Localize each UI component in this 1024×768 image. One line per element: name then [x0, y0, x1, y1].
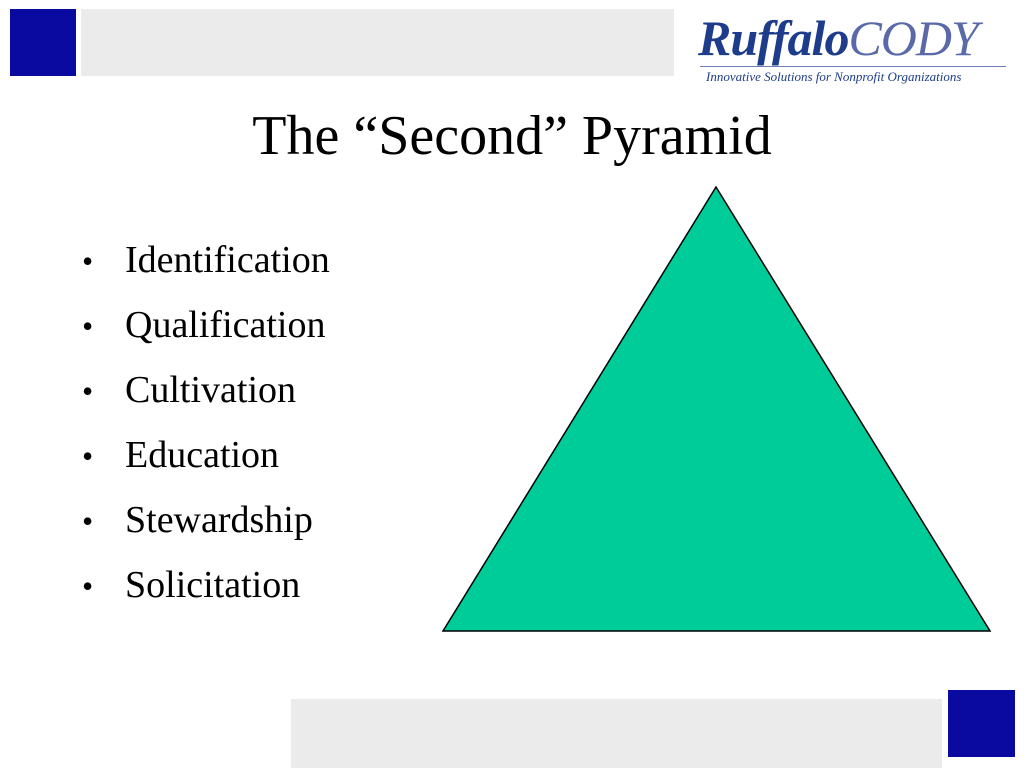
logo-tagline: Innovative Solutions for Nonprofit Organ… — [706, 69, 962, 84]
bottom-right-blue-square — [948, 690, 1015, 757]
bottom-gray-bar — [291, 699, 942, 768]
bullet-item: • Identification — [82, 228, 330, 293]
bullet-text-education: Education — [125, 434, 280, 476]
logo-wordmark-ruffalo: Ruffalo — [698, 10, 849, 66]
top-left-blue-square — [10, 9, 76, 76]
logo-divider — [700, 66, 1006, 67]
bullet-item: • Stewardship — [82, 488, 330, 553]
bullet-text-stewardship: Stewardship — [125, 499, 313, 541]
bullet-glyph: • — [82, 373, 94, 409]
bullet-glyph: • — [82, 503, 94, 539]
logo-wordmark-cody: CODY — [848, 10, 978, 66]
bullet-item: • Cultivation — [82, 358, 330, 423]
top-gray-bar — [81, 9, 674, 76]
bullet-glyph: • — [82, 308, 94, 344]
pyramid-graphic — [441, 185, 992, 632]
bullet-text-cultivation: Cultivation — [125, 369, 296, 411]
pyramid-triangle — [441, 185, 992, 632]
bullet-glyph: • — [82, 438, 94, 474]
bullet-text-qualification: Qualification — [125, 304, 326, 346]
bullet-list: • Identification • Qualification • Cultivat… — [82, 228, 330, 618]
logo-wordmark: RuffaloCODY — [698, 10, 979, 66]
bullet-item: • Qualification — [82, 293, 330, 358]
bullet-glyph: • — [82, 243, 94, 279]
bullet-item: • Education — [82, 423, 330, 488]
bullet-glyph: • — [82, 568, 94, 604]
bullet-item: • Solicitation — [82, 553, 330, 618]
bullet-text-solicitation: Solicitation — [125, 564, 301, 606]
bullet-text-identification: Identification — [125, 239, 330, 281]
ruffalocody-logo: RuffaloCODY Innovative Solutions for Non… — [698, 10, 1010, 90]
slide-title: The “Second” Pyramid — [252, 105, 772, 167]
